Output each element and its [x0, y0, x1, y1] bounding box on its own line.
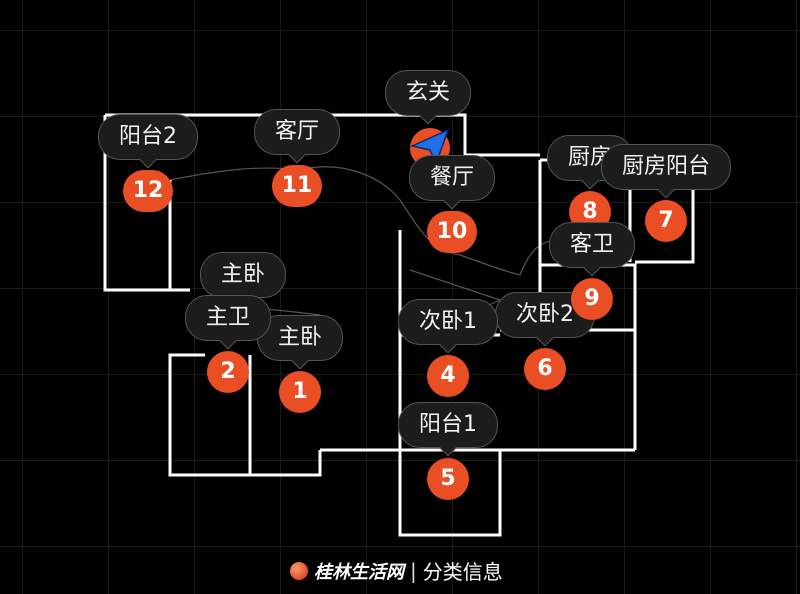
room-number: 7 [644, 200, 687, 242]
watermark: 桂林生活网 | 分类信息 [290, 556, 503, 585]
room-label: 次卧1 [398, 299, 498, 345]
room-pin-second-bedroom-1[interactable]: 次卧1 4 [398, 299, 498, 397]
room-label: 阳台1 [398, 402, 498, 448]
room-label: 主卧 [256, 315, 344, 361]
room-label: 阳台2 [98, 114, 198, 160]
room-pin-kitchen-balcony[interactable]: 厨房阳台 7 [600, 144, 732, 242]
room-pin-balcony-1[interactable]: 阳台1 5 [398, 402, 498, 500]
room-number: 5 [427, 458, 469, 500]
watermark-text: 分类信息 [422, 560, 503, 584]
room-number: 9 [570, 278, 613, 320]
watermark-separator: | [410, 558, 417, 583]
room-pin-master-bathroom[interactable]: 主卫 2 [184, 295, 272, 393]
room-number: 4 [427, 355, 469, 397]
room-pin-living-room[interactable]: 客厅 11 [253, 109, 341, 207]
room-number: 1 [278, 371, 321, 413]
room-pin-master-bedroom-alt[interactable]: 主卧 [199, 252, 287, 350]
room-label: 主卧 [199, 252, 287, 298]
room-label: 玄关 [384, 70, 472, 116]
room-number: 2 [206, 351, 249, 393]
room-number: 6 [524, 348, 566, 390]
room-label: 客卫 [548, 222, 636, 268]
room-label: 厨房阳台 [600, 144, 732, 190]
room-number: 10 [426, 211, 477, 253]
room-pin-balcony-2[interactable]: 阳台2 12 [98, 114, 198, 212]
room-label: 客厅 [253, 109, 341, 155]
room-pin-dining-room[interactable]: 餐厅 10 [408, 155, 496, 253]
room-pin-entrance[interactable]: 玄关 [384, 70, 472, 168]
room-pin-master-bedroom[interactable]: 主卧 1 [256, 315, 344, 413]
room-pin-guest-bathroom[interactable]: 客卫 9 [548, 222, 636, 320]
room-label: 主卫 [184, 295, 272, 341]
room-number: 11 [271, 165, 322, 207]
room-number: 12 [123, 170, 173, 212]
watermark-logo-icon [290, 561, 308, 580]
room-label: 餐厅 [408, 155, 496, 201]
watermark-brand: 桂林生活网 [314, 561, 404, 583]
